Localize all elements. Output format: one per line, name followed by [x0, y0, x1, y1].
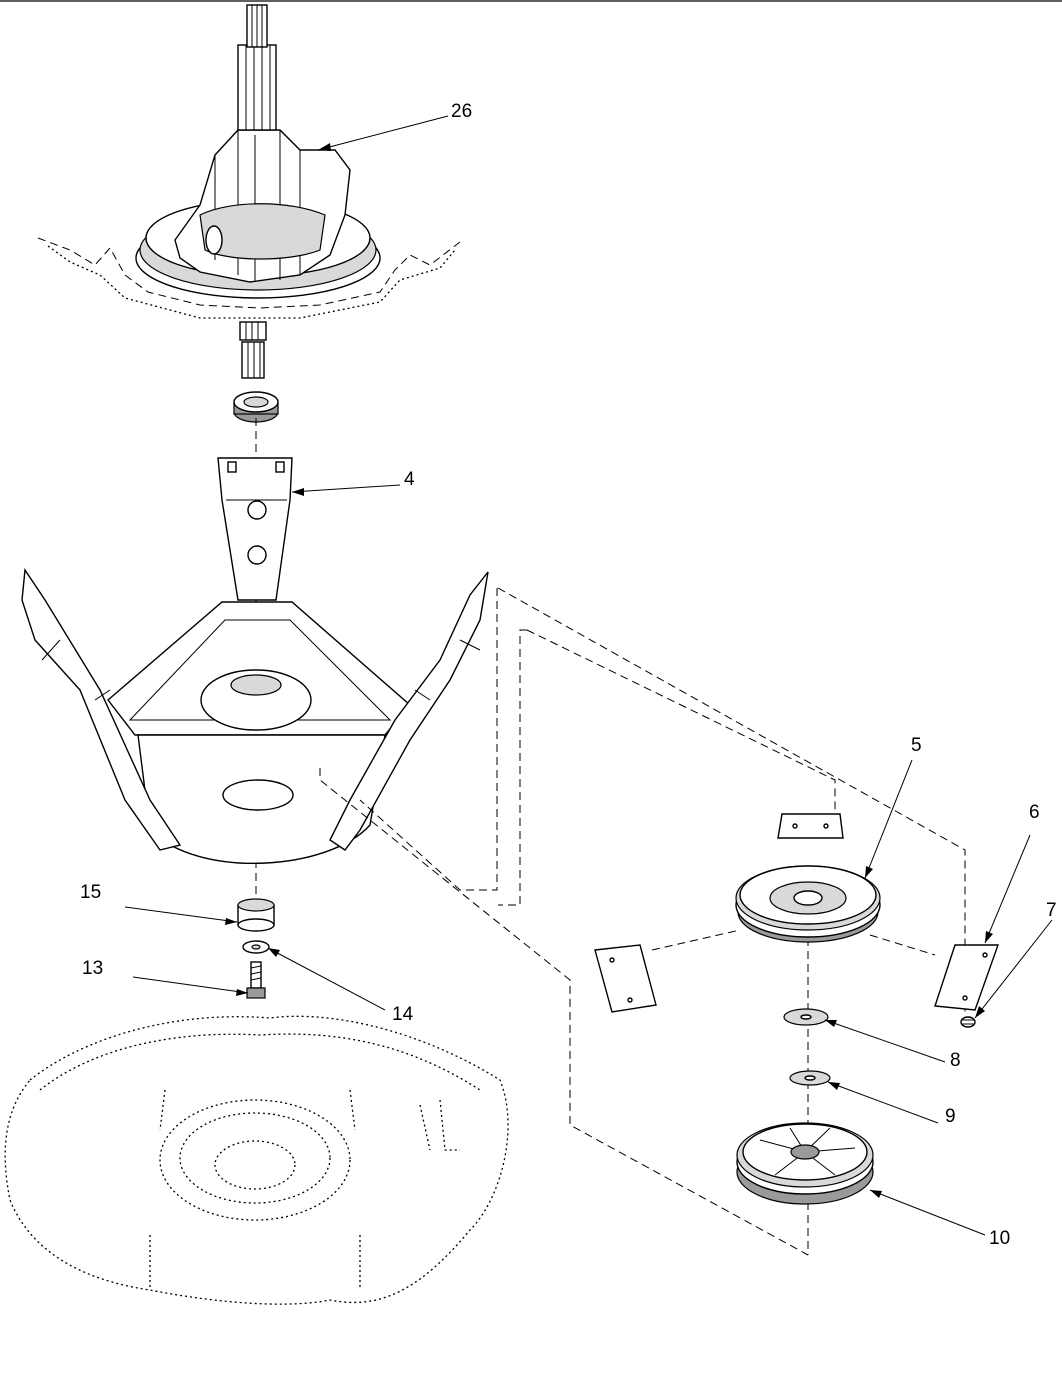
right-plate: [934, 944, 999, 1011]
callout-13: 13: [82, 958, 103, 979]
callout-6: 6: [1029, 802, 1040, 823]
callout-9: 9: [945, 1106, 956, 1127]
transmission-assembly: [37, 4, 461, 379]
belt-routing-lines: [319, 587, 966, 1256]
drive-pulley: [735, 865, 881, 943]
washer-9: [789, 1070, 831, 1086]
outer-tub: [4, 1015, 509, 1305]
callout-15: 15: [80, 882, 101, 903]
upper-plate: [777, 813, 844, 839]
cam: [237, 898, 275, 932]
callout-8: 8: [950, 1050, 961, 1071]
callout-14: 14: [392, 1004, 414, 1025]
bolt: [246, 961, 266, 999]
callout-4: 4: [404, 469, 415, 490]
tub-outline: [37, 237, 461, 309]
callout-26: 26: [451, 101, 472, 122]
washer-8: [783, 1008, 829, 1026]
leader-lines: [124, 115, 1053, 1236]
tub-support-brace: [21, 457, 489, 865]
callout-labels: 26 4 5 6 7 8 9 10 13 14 15: [80, 101, 1057, 1249]
driven-pulley: [736, 1122, 874, 1205]
callout-5: 5: [911, 735, 922, 756]
bearing: [233, 391, 279, 423]
callout-7: 7: [1046, 900, 1057, 921]
screw: [960, 1016, 976, 1028]
tub-outline-inner: [47, 245, 456, 319]
callout-10: 10: [989, 1228, 1010, 1249]
washer-14: [242, 940, 270, 954]
left-plate: [594, 944, 657, 1013]
